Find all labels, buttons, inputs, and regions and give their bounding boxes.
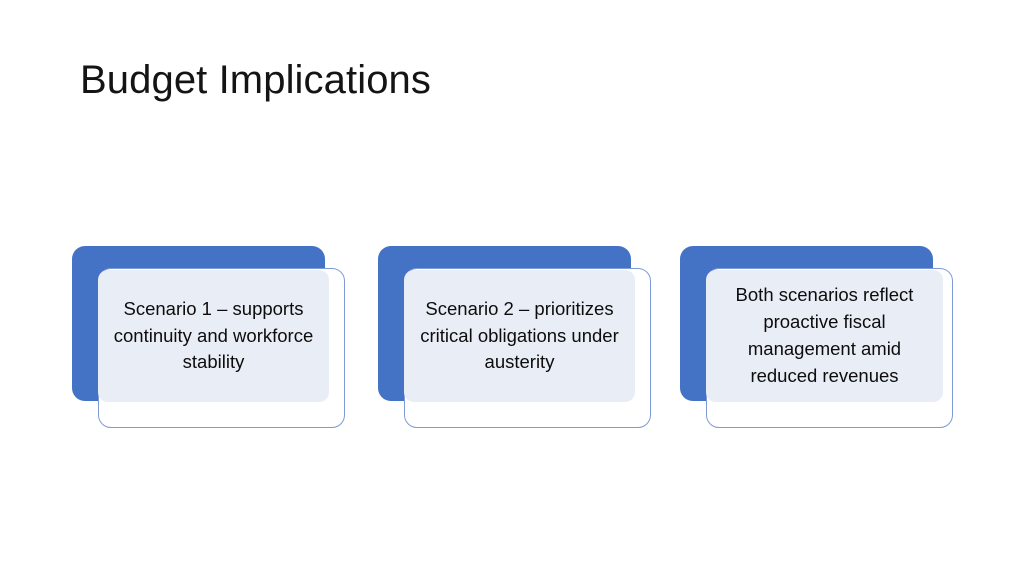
card-text-panel: Scenario 2 – prioritizes critical obliga… xyxy=(404,270,635,402)
card-text-panel: Scenario 1 – supports continuity and wor… xyxy=(98,270,329,402)
page-title: Budget Implications xyxy=(80,58,431,102)
card-label: Scenario 2 – prioritizes critical obliga… xyxy=(420,297,619,373)
card-label: Scenario 1 – supports continuity and wor… xyxy=(113,297,314,373)
card-scenario-2[interactable]: Scenario 2 – prioritizes critical obliga… xyxy=(378,246,657,429)
card-label: Both scenarios reflect proactive fiscal … xyxy=(735,284,914,386)
card-scenario-1[interactable]: Scenario 1 – supports continuity and wor… xyxy=(72,246,351,429)
card-text-panel: Both scenarios reflect proactive fiscal … xyxy=(706,270,943,402)
card-both-scenarios[interactable]: Both scenarios reflect proactive fiscal … xyxy=(680,246,959,429)
